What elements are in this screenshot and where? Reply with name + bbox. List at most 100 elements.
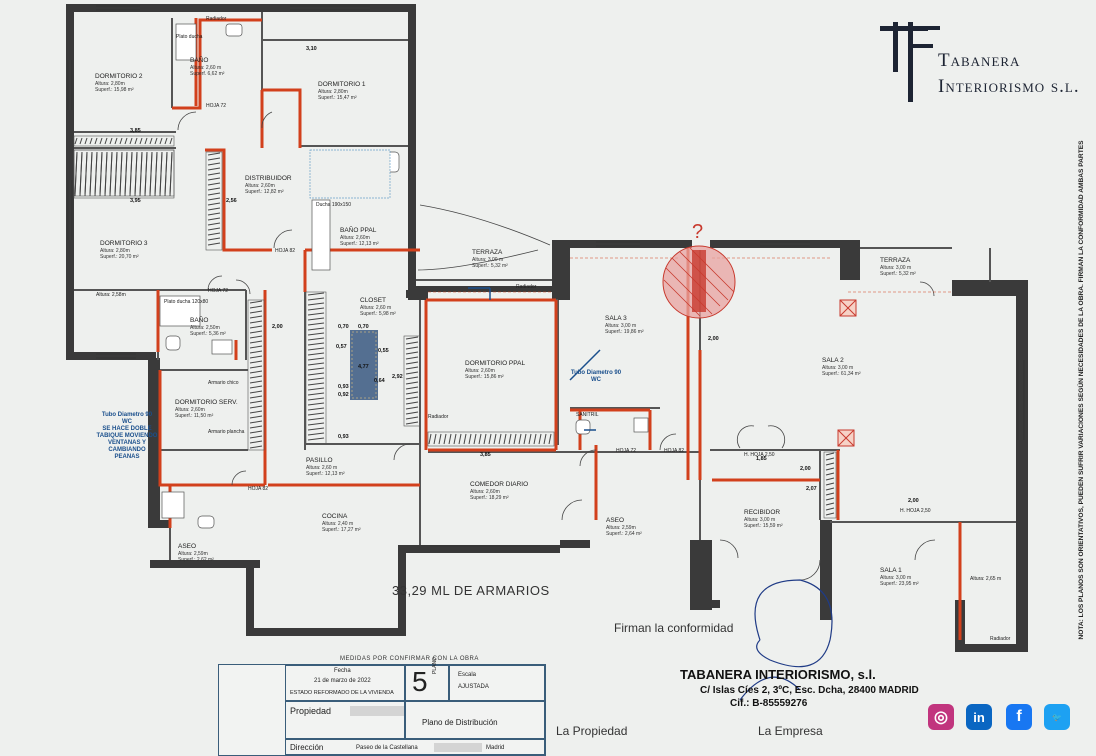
room-detail: Altura: 2,60m bbox=[470, 489, 500, 495]
facebook-icon[interactable]: f bbox=[1006, 704, 1032, 730]
room-name: TERRAZA bbox=[472, 249, 503, 256]
social-links: ◎ in f 🐦 bbox=[928, 704, 1078, 732]
company-address: C/ Islas Cíes 2, 3ºC, Esc. Dcha, 28400 M… bbox=[700, 685, 919, 696]
room-name: BAÑO bbox=[190, 315, 208, 324]
brand-name-line2: Interiorismo s.l. bbox=[938, 76, 1080, 97]
room-detail: Superf.: 5,32 m² bbox=[880, 271, 916, 277]
room-name: BAÑO PPAL bbox=[340, 225, 377, 234]
room-detail: Altura: 2,60m bbox=[340, 235, 370, 241]
room-detail: Altura: 3,00 m bbox=[605, 323, 636, 329]
radiator-label: Radiador bbox=[428, 414, 449, 420]
room-detail: Altura: 2,80m bbox=[95, 81, 125, 87]
room-name: TERRAZA bbox=[880, 257, 911, 264]
scale-value: AJUSTADA bbox=[458, 684, 489, 690]
address-cell: Dirección Paseo de la Castellana Madrid bbox=[285, 739, 545, 755]
redacted-block bbox=[434, 743, 482, 752]
pipe-lines bbox=[468, 287, 601, 431]
dimension-value: 1,85 bbox=[756, 456, 767, 462]
chimney-markers bbox=[837, 299, 857, 447]
dimension-value: 3,85 bbox=[130, 128, 141, 134]
scale-cell: Escala AJUSTADA bbox=[449, 665, 545, 701]
dimension-value: 3,85 bbox=[480, 452, 491, 458]
room-name: DORMITORIO PPAL bbox=[465, 360, 525, 367]
room-name: CLOSET bbox=[360, 297, 386, 304]
room-detail: Altura: 3,00 m bbox=[744, 517, 775, 523]
pipe-note-line: WC bbox=[122, 419, 133, 425]
radiator-label: Radiador bbox=[206, 16, 227, 22]
dimension-value: 2,07 bbox=[806, 486, 817, 492]
pipe-note-line: PEANAS bbox=[114, 454, 139, 460]
room-detail: Altura: 2,59m bbox=[178, 551, 208, 557]
dimension-value: 0,57 bbox=[336, 344, 347, 350]
wardrobes bbox=[73, 135, 837, 519]
signature-scribble bbox=[739, 579, 833, 701]
closet-tiles bbox=[350, 330, 378, 400]
room-detail: Superf.: 20,70 m² bbox=[100, 254, 139, 260]
pipe-note-line: SE HACE DOBLE bbox=[102, 426, 151, 432]
demolition-marker: ? bbox=[662, 221, 736, 319]
dimension-value: 0,70 bbox=[338, 324, 349, 330]
room-detail: Altura: 2,59m bbox=[606, 525, 636, 531]
exterior-walls bbox=[66, 4, 1028, 652]
room-detail: Superf.: 5,36 m² bbox=[190, 331, 226, 337]
wardrobe-total: 33,29 ML DE ARMARIOS bbox=[392, 583, 550, 598]
room-detail: Superf.: 61,34 m² bbox=[822, 371, 861, 377]
room-name: SALA 2 bbox=[822, 357, 844, 364]
wardrobe-label: Armario plancha bbox=[208, 429, 245, 435]
dimension-value: 0,70 bbox=[358, 324, 369, 330]
door-leaf-label: HOJA 72 bbox=[208, 288, 228, 294]
room-detail: Superf. 6,62 m² bbox=[190, 71, 225, 77]
dimension-value: 0,93 bbox=[338, 434, 349, 440]
room-detail: Superf.: 17,27 m² bbox=[322, 527, 361, 533]
fixtures bbox=[159, 23, 649, 529]
room-detail: Superf.: 12,13 m² bbox=[306, 471, 345, 477]
address-label: Dirección bbox=[290, 743, 324, 752]
doors bbox=[177, 111, 936, 581]
shower-label: Plato ducha bbox=[176, 34, 203, 40]
brand-logo-icon bbox=[880, 22, 940, 102]
shower-label: Ducha 190x150 bbox=[316, 202, 351, 208]
instagram-icon[interactable]: ◎ bbox=[928, 704, 954, 730]
room-detail: Altura: 2,80m bbox=[318, 89, 348, 95]
door-leaf-label: H. HOJA 2,50 bbox=[744, 452, 775, 458]
radiator-label: Radiador bbox=[516, 284, 537, 290]
room-detail: Altura: 2,50m bbox=[190, 325, 220, 331]
date-value: 21 de marzo de 2022 bbox=[314, 678, 371, 684]
room-detail: Altura: 2,60m bbox=[465, 368, 495, 374]
room-detail: Altura: 2,40 m bbox=[322, 521, 353, 527]
side-note-text: NOTA: LOS PLANOS SON ORIENTATIVOS, PUEDE… bbox=[1078, 140, 1085, 640]
dimension-value: 2,00 bbox=[708, 336, 719, 342]
twitter-icon[interactable]: 🐦 bbox=[1044, 704, 1070, 730]
room-detail: Superf.: 5,98 m² bbox=[360, 311, 396, 317]
room-detail: Superf.: 5,32 m² bbox=[472, 263, 508, 269]
room-name: SALA 1 bbox=[880, 567, 902, 574]
room-name: DORMITORIO 1 bbox=[318, 81, 366, 88]
date-label: Fecha bbox=[334, 668, 351, 674]
dimension-value: 0,64 bbox=[374, 378, 386, 384]
room-name: RECIBIDOR bbox=[744, 509, 780, 516]
question-mark: ? bbox=[692, 221, 703, 243]
address-value: Paseo de la Castellana bbox=[356, 745, 418, 751]
room-detail: Superf.: 19,86 m² bbox=[605, 329, 644, 335]
dimension-value: 3,10 bbox=[306, 46, 317, 52]
room-detail: Superf.: 15,47 m² bbox=[318, 95, 357, 101]
city-value: Madrid bbox=[486, 745, 505, 751]
room-detail: Superf.: 12,13 m² bbox=[340, 241, 379, 247]
room-name: SALA 3 bbox=[605, 315, 627, 322]
room-name: PASILLO bbox=[306, 457, 333, 464]
plan-label: PLANO bbox=[432, 657, 438, 674]
wardrobe-label: Armario chico bbox=[208, 380, 239, 386]
linkedin-icon[interactable]: in bbox=[966, 704, 992, 730]
property-cell: Propiedad bbox=[285, 701, 405, 739]
